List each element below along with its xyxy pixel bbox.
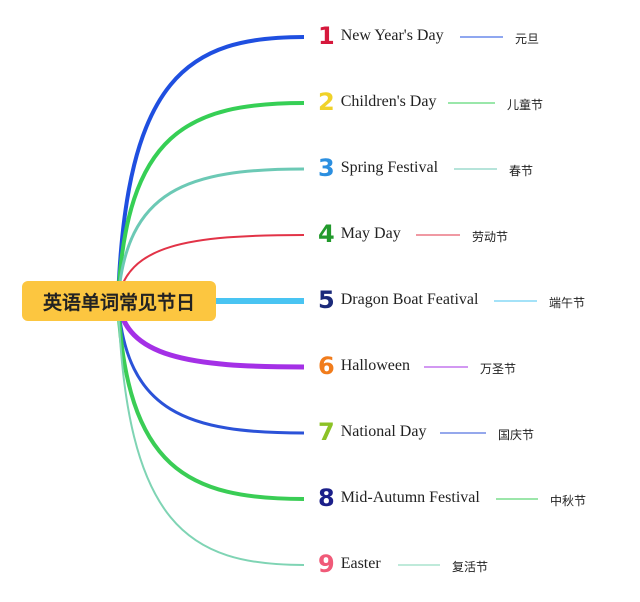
branch-label: Easter: [340, 555, 381, 572]
branch-connector-8: [116, 299, 306, 501]
branch-connector-9: [117, 300, 305, 566]
branch-node-4[interactable]: 4 May Day: [304, 219, 414, 249]
branch-number: 2: [318, 88, 335, 116]
branch-label: Mid-Autumn Festival: [340, 489, 480, 506]
branch-connector-3: [116, 167, 306, 303]
branch-node-1[interactable]: 1 New Year's Day: [304, 21, 458, 51]
branch-label: New Year's Day: [340, 27, 444, 44]
branch-translation-2[interactable]: 儿童节: [507, 98, 544, 112]
root-topic[interactable]: 英语单词常见节日: [22, 281, 216, 321]
branch-number: 9: [318, 550, 335, 578]
branch-connector-2: [116, 101, 306, 303]
branch-translation-3[interactable]: 春节: [509, 164, 534, 178]
branch-connector-7: [116, 299, 306, 435]
branch-translation-7[interactable]: 国庆节: [498, 428, 535, 442]
branch-label: May Day: [340, 225, 401, 242]
branch-connector-1: [116, 35, 306, 303]
branch-node-2[interactable]: 2 Children's Day: [304, 87, 446, 117]
branch-number: 5: [318, 286, 335, 314]
branch-translation-5[interactable]: 端午节: [549, 296, 586, 310]
branch-translation-1[interactable]: 元旦: [515, 32, 540, 46]
branch-node-5[interactable]: 5 Dragon Boat Featival: [304, 285, 492, 315]
branch-node-8[interactable]: 8 Mid-Autumn Festival: [304, 483, 494, 513]
branch-number: 1: [318, 22, 335, 50]
branch-label: Dragon Boat Featival: [340, 291, 479, 308]
branch-number: 8: [318, 484, 335, 512]
branch-label: Halloween: [340, 357, 411, 374]
branch-translation-9[interactable]: 复活节: [452, 560, 489, 574]
branch-number: 3: [318, 154, 335, 182]
branch-number: 4: [318, 220, 335, 248]
branch-number: 6: [318, 352, 335, 380]
branch-label: National Day: [340, 423, 427, 440]
branch-translation-6[interactable]: 万圣节: [480, 362, 517, 376]
branch-label: Spring Festival: [340, 159, 439, 176]
branch-number: 7: [318, 418, 335, 446]
branch-translation-4[interactable]: 劳动节: [472, 230, 509, 244]
branch-node-9[interactable]: 9 Easter: [304, 549, 396, 579]
root-topic-label: 英语单词常见节日: [42, 291, 195, 314]
branch-node-3[interactable]: 3 Spring Festival: [304, 153, 452, 183]
branch-label: Children's Day: [340, 93, 437, 110]
branch-node-6[interactable]: 6 Halloween: [304, 351, 422, 381]
branch-node-7[interactable]: 7 National Day: [304, 417, 438, 447]
branch-translation-8[interactable]: 中秋节: [550, 494, 587, 508]
